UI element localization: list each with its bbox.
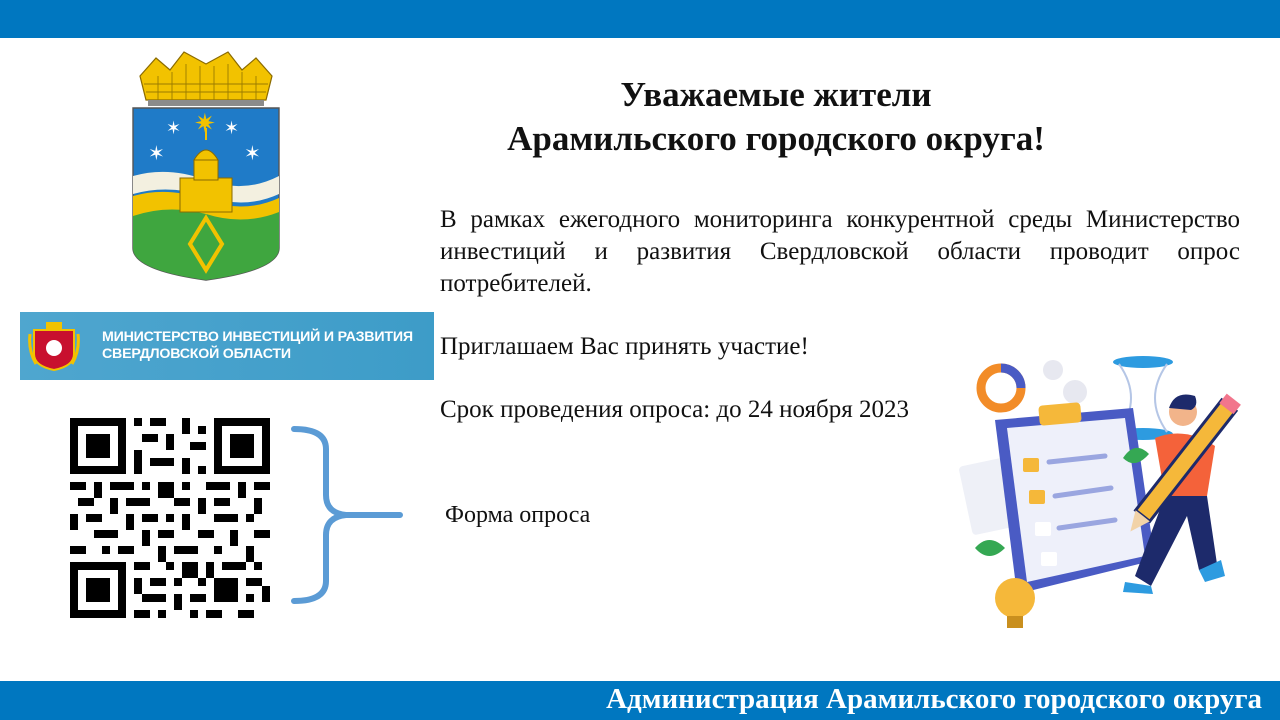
footer-bar: Администрация Арамильского городского ок… [0, 681, 1280, 720]
svg-text:✶: ✶ [148, 141, 165, 165]
survey-checklist-illustration [959, 356, 1241, 628]
title-line-2: Арамильского городского округа! [507, 119, 1045, 158]
intro-paragraph: В рамках ежегодного мониторинга конкурен… [440, 206, 1240, 297]
page-title: Уважаемые жители Арамильского городского… [440, 73, 1112, 161]
invitation-text: Приглашаем Вас принять участие! [440, 333, 809, 360]
svg-text:✶: ✶ [244, 141, 261, 165]
svg-text:✶: ✶ [224, 118, 239, 139]
ministry-name-line1: МИНИСТЕРСТВО ИНВЕСТИЦИЙ И РАЗВИТИЯ [102, 329, 413, 345]
ministry-name-line2: СВЕРДЛОВСКОЙ ОБЛАСТИ [102, 346, 291, 362]
ministry-emblem-icon [28, 322, 80, 372]
footer-text: Администрация Арамильского городского ок… [606, 683, 1262, 715]
survey-form-label: Форма опроса [445, 502, 591, 528]
title-line-1: Уважаемые жители [620, 75, 932, 114]
svg-text:✷: ✷ [194, 109, 216, 139]
qr-code-icon[interactable] [70, 418, 270, 618]
top-bar [0, 0, 1280, 38]
ministry-name: МИНИСТЕРСТВО ИНВЕСТИЦИЙ И РАЗВИТИЯ СВЕРД… [102, 329, 413, 363]
deadline-text: Срок проведения опроса: до 24 ноября 202… [440, 396, 909, 423]
ministry-banner: МИНИСТЕРСТВО ИНВЕСТИЦИЙ И РАЗВИТИЯ СВЕРД… [20, 312, 434, 380]
coat-of-arms-icon: ✶ ✶ ✶ ✶ ✷ [132, 51, 280, 281]
curly-brace-icon [291, 426, 403, 604]
svg-text:✶: ✶ [166, 118, 181, 139]
